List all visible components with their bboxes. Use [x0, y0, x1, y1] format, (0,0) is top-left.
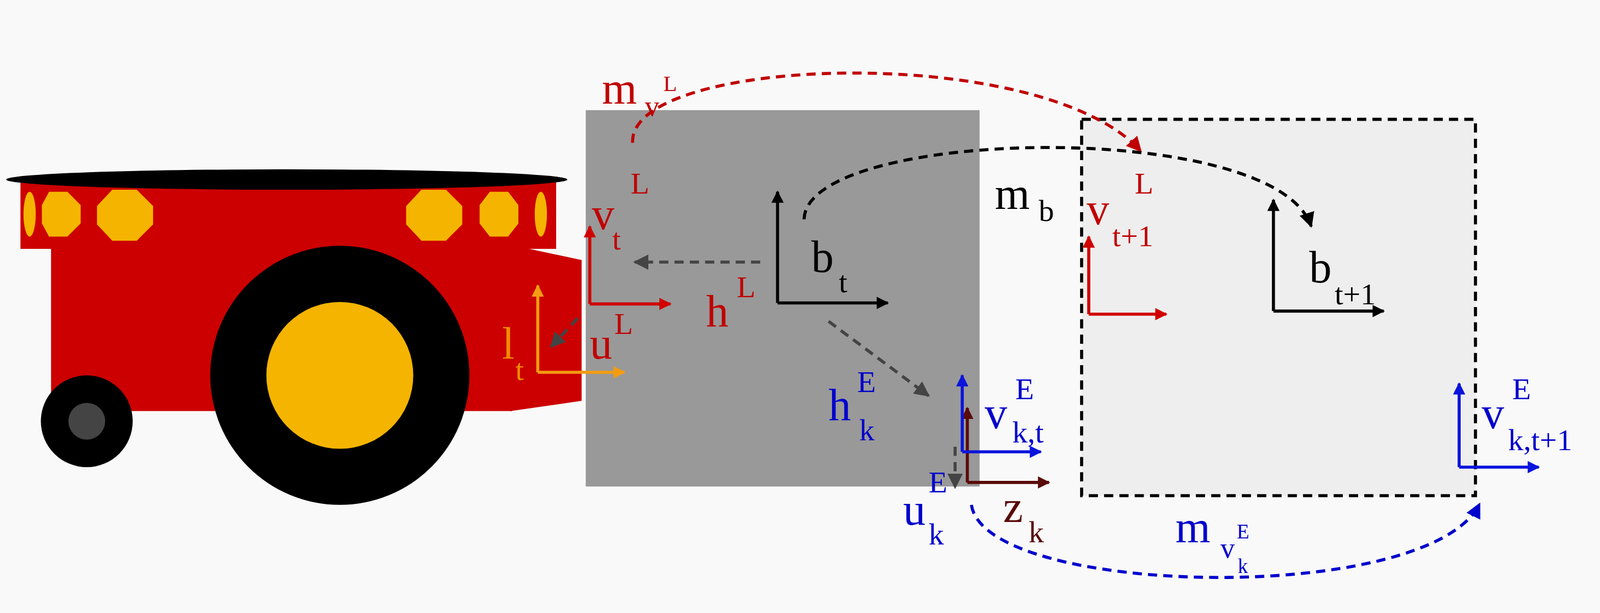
robot-light — [479, 191, 519, 237]
robot-light — [534, 191, 547, 237]
transform-arrow — [953, 447, 957, 488]
robot-light — [23, 191, 36, 237]
symbol-index: k — [1237, 556, 1249, 577]
symbol-letter: m — [602, 66, 638, 112]
frame-axis — [777, 301, 889, 305]
robot-light — [41, 191, 81, 237]
symbol-letter: z — [1003, 484, 1023, 530]
symbol-letter: m — [994, 171, 1031, 217]
robot-nose — [510, 244, 582, 411]
symbol-index: L — [1134, 168, 1154, 200]
symbol-index: v — [1220, 534, 1235, 563]
symbol-index: t — [612, 224, 621, 256]
symbol-index: L — [614, 308, 633, 340]
symbol-index: t+1 — [1334, 279, 1376, 310]
frame-axis — [960, 375, 964, 453]
symbol-letter: v — [1086, 187, 1110, 233]
frame-axis — [537, 370, 625, 375]
symbol-letter: v — [984, 391, 1008, 437]
symbol-index: L — [663, 72, 677, 96]
symbol-index: t — [838, 267, 848, 298]
symbol-index: E — [1015, 374, 1034, 405]
symbol-index: k,t — [1011, 417, 1044, 449]
transform-arrow — [551, 318, 578, 347]
symbol-index: k — [858, 415, 875, 446]
frame-axis — [1457, 383, 1461, 468]
symbol-index: k,t+1 — [1508, 425, 1573, 456]
frame-axis — [1273, 309, 1384, 314]
frame-axis — [965, 408, 970, 483]
symbol-index: b — [1038, 195, 1055, 227]
frame-axis — [1088, 312, 1167, 316]
symbol-index: E — [857, 366, 876, 398]
object-at-t-plus-1 — [1081, 119, 1476, 496]
frame-axis — [1271, 200, 1276, 312]
frame-axis — [967, 481, 1050, 485]
motion-arrow — [804, 147, 1312, 227]
transform-arrow — [634, 260, 761, 264]
symbol-letter: l — [501, 321, 515, 367]
motion-arrow — [632, 72, 1141, 151]
symbol-letter: v — [1481, 391, 1505, 437]
robot-light — [405, 189, 462, 241]
symbol-index: L — [736, 272, 756, 303]
symbol-index: v — [645, 92, 660, 121]
symbol-letter: u — [589, 321, 613, 367]
robot-top — [6, 169, 568, 190]
symbol-index: E — [1512, 374, 1531, 405]
frame-axis — [589, 302, 671, 307]
frame-axis — [1087, 236, 1091, 315]
wheel-hub — [266, 302, 414, 450]
frame-axis — [776, 191, 780, 304]
symbol-index: E — [928, 467, 948, 499]
symbol-index: L — [630, 168, 650, 200]
symbol-index: E — [1236, 521, 1250, 542]
drive-wheel — [210, 245, 469, 505]
motion-arrow — [971, 504, 1480, 578]
symbol-letter: u — [902, 487, 926, 533]
symbol-index: t — [515, 354, 524, 386]
symbol-letter: h — [828, 382, 852, 428]
symbol-letter: b — [811, 234, 834, 280]
symbol-index: k — [1028, 517, 1044, 548]
symbol-index: k — [928, 519, 944, 551]
frame-axis — [588, 226, 592, 304]
frame-axis — [962, 450, 1041, 454]
object-at-t — [585, 110, 980, 487]
frame-axis — [536, 285, 540, 373]
symbol-letter: b — [1309, 245, 1332, 291]
robot — [6, 169, 582, 506]
symbol-index: t+1 — [1112, 221, 1154, 252]
symbol-letter: m — [1175, 505, 1211, 551]
symbol-letter: v — [591, 191, 615, 237]
caster-wheel — [40, 375, 133, 468]
caster-hub — [68, 403, 106, 440]
robot-light — [97, 189, 154, 241]
robot-bumper — [20, 181, 557, 250]
symbol-letter: h — [705, 289, 729, 335]
frame-axis — [1459, 465, 1539, 469]
